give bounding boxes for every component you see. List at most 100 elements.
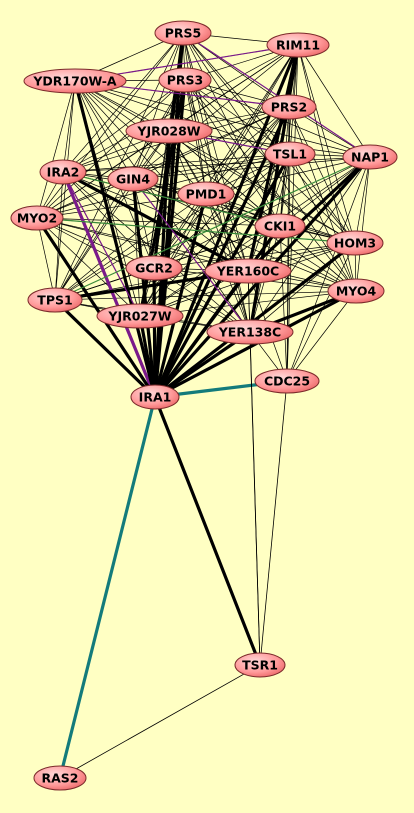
network-edge (132, 44, 299, 180)
node-ellipse (39, 159, 87, 185)
network-edge-green (36, 217, 356, 244)
node-tsr1[interactable]: TSR1 (234, 652, 286, 678)
edge-layer (35, 31, 372, 780)
node-label: TPS1 (37, 293, 72, 308)
node-ira1[interactable]: IRA1 (130, 384, 180, 410)
network-edge-purple (132, 178, 251, 333)
network-edge (36, 130, 170, 219)
node-tsl1[interactable]: TSL1 (264, 141, 316, 167)
network-edge (139, 193, 207, 317)
node-label: IRA2 (47, 165, 80, 180)
node-myo4[interactable]: MYO4 (327, 278, 385, 304)
network-edge-thick (246, 155, 372, 273)
network-edge (355, 156, 371, 292)
node-ira2[interactable]: IRA2 (39, 159, 87, 185)
node-prs2[interactable]: PRS2 (261, 94, 317, 120)
node-ellipse (326, 230, 384, 256)
node-label: RIM11 (276, 38, 320, 53)
node-ellipse (125, 255, 183, 281)
node-label: YJR028W (136, 124, 200, 139)
node-ellipse (154, 20, 212, 46)
network-edge (62, 80, 76, 173)
network-edge (205, 106, 290, 195)
network-edge (205, 156, 371, 195)
node-ellipse (96, 303, 184, 329)
node-cdc25[interactable]: CDC25 (254, 368, 320, 394)
node-ras2[interactable]: RAS2 (33, 765, 87, 791)
node-label: GCR2 (135, 261, 173, 276)
node-ellipse (327, 278, 385, 304)
node-hom3[interactable]: HOM3 (326, 230, 384, 256)
network-edge (286, 242, 356, 382)
node-ellipse (206, 319, 294, 345)
node-ellipse (107, 166, 159, 192)
node-prs5[interactable]: PRS5 (154, 20, 212, 46)
network-edge (279, 156, 371, 227)
node-gcr2[interactable]: GCR2 (125, 255, 183, 281)
node-label: RAS2 (42, 771, 79, 786)
node-ellipse (33, 765, 87, 791)
node-cki1[interactable]: CKI1 (254, 213, 306, 239)
network-edge-purple (61, 170, 157, 399)
node-label: CDC25 (264, 374, 310, 389)
network-edge (54, 80, 76, 301)
node-yer138c[interactable]: YER138C (206, 319, 294, 345)
network-edge (54, 79, 186, 301)
node-label: IRA1 (139, 390, 172, 405)
network-edge (289, 153, 356, 244)
network-edge-green (54, 156, 371, 301)
network-edge (54, 178, 134, 301)
node-ellipse (254, 368, 320, 394)
node-ellipse (125, 118, 213, 144)
node-ydr170w-a[interactable]: YDR170W-A (23, 68, 127, 94)
node-yjr028w[interactable]: YJR028W (125, 118, 213, 144)
node-myo2[interactable]: MYO2 (10, 205, 64, 231)
node-ellipse (254, 213, 306, 239)
node-yjr027w[interactable]: YJR027W (96, 303, 184, 329)
network-edge (36, 217, 357, 292)
node-ellipse (158, 67, 212, 93)
node-yer160c[interactable]: YER160C (204, 258, 292, 284)
node-tps1[interactable]: TPS1 (27, 287, 83, 313)
network-edge-thick (153, 395, 262, 667)
node-label: YJR027W (107, 309, 171, 324)
node-pmd1[interactable]: PMD1 (177, 181, 235, 207)
network-edge (36, 106, 290, 219)
network-edge-thin (59, 664, 261, 779)
network-edge (74, 80, 371, 158)
network-edge (62, 32, 184, 173)
network-edge (36, 217, 249, 272)
network-edge-thick (53, 298, 157, 399)
network-edge-thick (61, 170, 250, 273)
network-edge (153, 44, 299, 269)
node-gin4[interactable]: GIN4 (107, 166, 159, 192)
network-edge (36, 32, 184, 219)
network-edge-thick (153, 224, 282, 399)
network-edge-thin (259, 380, 288, 666)
network-edge-purple (62, 171, 141, 317)
network-edge-thick (248, 43, 300, 334)
node-nap1[interactable]: NAP1 (342, 144, 398, 170)
node-ellipse (177, 181, 235, 207)
node-label: PRS3 (167, 73, 204, 88)
network-edge (184, 79, 371, 158)
node-label: GIN4 (116, 172, 150, 187)
node-label: NAP1 (351, 150, 389, 165)
node-ellipse (10, 205, 64, 231)
network-edge (36, 217, 141, 317)
node-rim11[interactable]: RIM11 (266, 32, 330, 58)
node-ellipse (130, 384, 180, 410)
network-edge (286, 290, 357, 382)
network-edge (74, 80, 134, 180)
node-label: PMD1 (186, 187, 227, 202)
network-edge (297, 44, 356, 244)
node-label: YER160C (216, 264, 279, 279)
node-prs3[interactable]: PRS3 (158, 67, 212, 93)
node-label: CKI1 (264, 219, 296, 234)
network-edge (36, 80, 76, 219)
network-edge (36, 193, 207, 219)
network-edge (36, 217, 56, 301)
network-edge-purple (182, 32, 371, 158)
